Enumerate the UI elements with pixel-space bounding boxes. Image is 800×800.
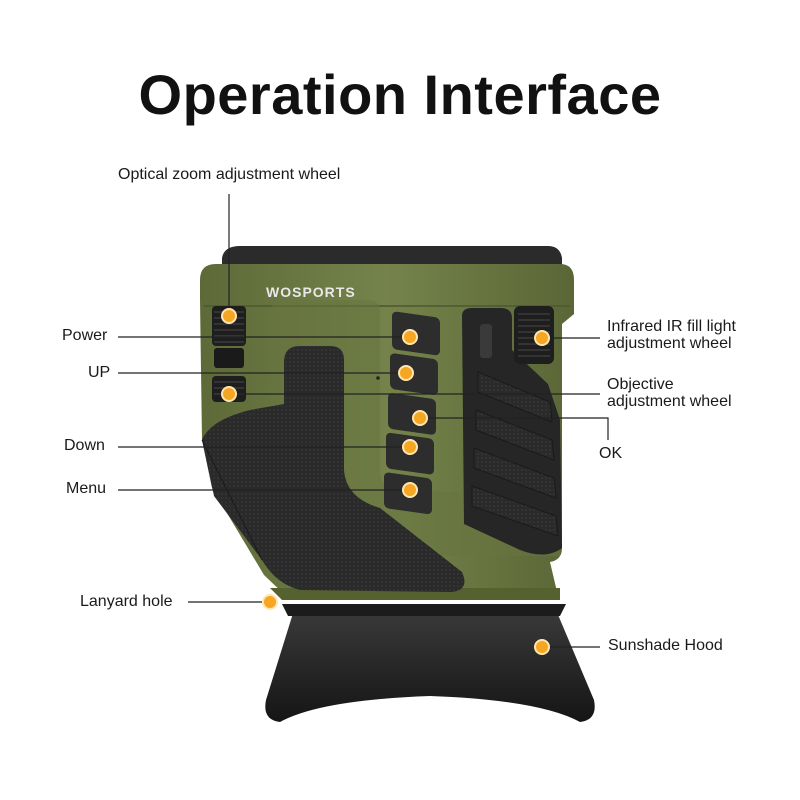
callout-dot-lanyard <box>262 594 278 610</box>
callout-dot-ir <box>534 330 550 346</box>
callout-dot-menu <box>402 482 418 498</box>
sunshade-hood <box>265 604 595 722</box>
label-optical-zoom: Optical zoom adjustment wheel <box>118 166 341 183</box>
pointer-lines <box>118 194 609 648</box>
callout-dots <box>221 308 550 655</box>
label-objective-line1: Objective <box>607 376 674 393</box>
label-ok: OK <box>599 445 623 462</box>
callout-dot-sunshade <box>534 639 550 655</box>
label-ir-line2: adjustment wheel <box>607 335 732 352</box>
label-sunshade: Sunshade Hood <box>608 637 723 654</box>
label-lanyard: Lanyard hole <box>80 593 173 610</box>
callout-dot-optical-zoom <box>221 308 237 324</box>
callout-dot-power <box>402 329 418 345</box>
infrared-ir-wheel[interactable] <box>514 306 554 364</box>
label-up: UP <box>88 364 111 381</box>
right-grip <box>462 308 562 555</box>
label-objective-line2: adjustment wheel <box>607 393 732 410</box>
up-button[interactable] <box>390 353 438 396</box>
page-title: Operation Interface <box>138 63 662 126</box>
callout-dot-objective <box>221 386 237 402</box>
callout-dot-down <box>402 439 418 455</box>
callout-dot-up <box>398 365 414 381</box>
top-housing <box>222 246 562 268</box>
label-power: Power <box>62 327 108 344</box>
brand-logo: WOSPORTS <box>266 284 356 300</box>
ok-button[interactable] <box>388 393 436 436</box>
label-menu: Menu <box>66 480 107 497</box>
label-ir-line1: Infrared IR fill light <box>607 318 736 335</box>
left-grip <box>201 346 465 592</box>
callout-dot-ok <box>412 410 428 426</box>
label-down: Down <box>64 437 105 454</box>
